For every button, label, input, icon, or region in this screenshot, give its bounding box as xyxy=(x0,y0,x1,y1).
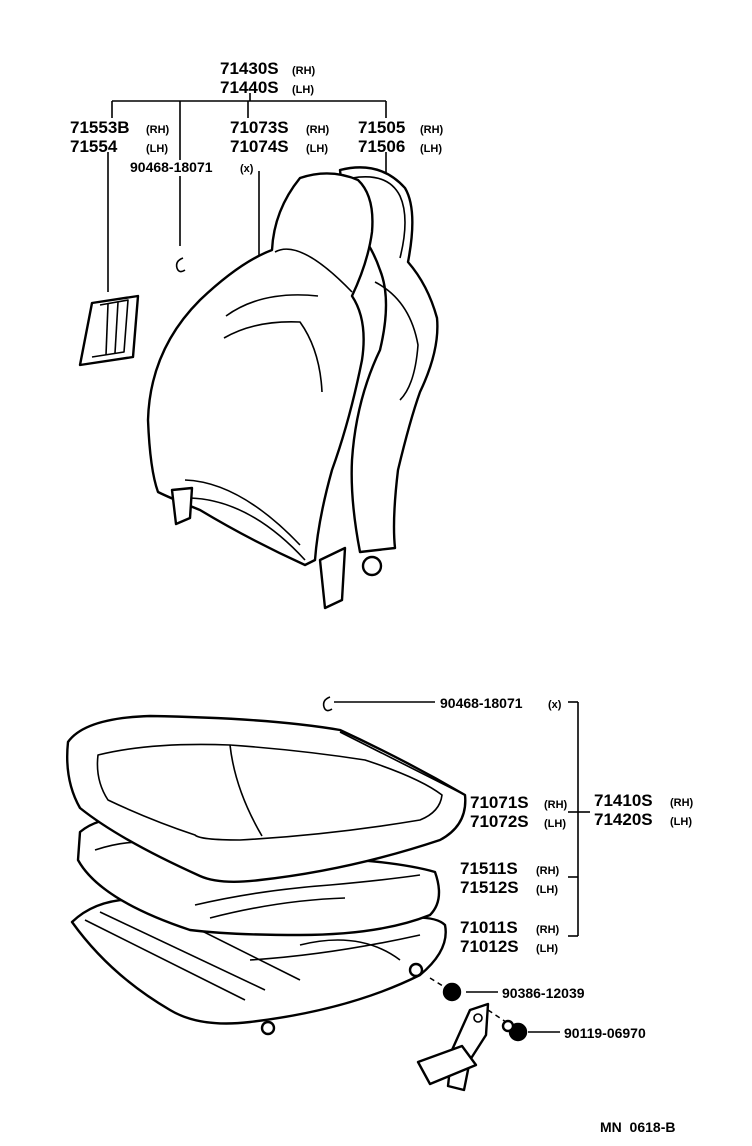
cushion-frame-part-rh: 71011S xyxy=(460,918,518,937)
back-pad-side-lh: (LH) xyxy=(420,143,442,155)
cushion-cover-side-rh: (RH) xyxy=(544,799,568,811)
cushion-cover-side-lh: (LH) xyxy=(544,818,566,830)
seat-back-pad xyxy=(338,166,439,577)
hog-ring-upper-mark: (x) xyxy=(240,163,254,175)
cushion-pad-side-rh: (RH) xyxy=(536,865,560,877)
cushion-frame-side-rh: (RH) xyxy=(536,924,560,936)
cushion-assembly-side-lh: (LH) xyxy=(670,816,692,828)
cushion-pad-part-lh: 71512S xyxy=(460,878,519,897)
hog-ring-lower-mark: (x) xyxy=(548,699,562,711)
nut-part xyxy=(429,977,462,1002)
cushion-pad-side-lh: (LH) xyxy=(536,884,558,896)
lower-leader-lines xyxy=(334,701,590,1033)
back-cover-part-rh: 71073S xyxy=(230,118,289,137)
bolt-part-number: 90119-06970 xyxy=(564,1025,646,1041)
cushion-assembly-side-rh: (RH) xyxy=(670,797,694,809)
upper-assembly-side-rh: (RH) xyxy=(292,65,316,77)
upper-assembly-part-rh: 71430S xyxy=(220,59,279,78)
upper-assembly-part-lh: 71440S xyxy=(220,78,279,97)
upper-assembly-side-lh: (LH) xyxy=(292,84,314,96)
backboard-part xyxy=(78,294,140,367)
cushion-cover-part-rh: 71071S xyxy=(470,793,529,812)
hog-ring-lower xyxy=(322,696,333,712)
seat-track-bracket xyxy=(416,1002,507,1092)
cushion-cover-part-lh: 71072S xyxy=(470,812,529,831)
back-cover-part-lh: 71074S xyxy=(230,137,289,156)
back-cover-side-rh: (RH) xyxy=(306,124,330,136)
back-pad-part-rh: 71505 xyxy=(358,118,405,137)
backboard-side-lh: (LH) xyxy=(146,143,168,155)
hog-ring-upper-part: 90468-18071 xyxy=(130,159,213,175)
upper-leader-lines xyxy=(107,93,387,292)
hog-ring-upper xyxy=(175,257,186,273)
seat-back-cover xyxy=(146,172,374,610)
diagram-code: MN 0618-B xyxy=(600,1119,675,1135)
backboard-side-rh: (RH) xyxy=(146,124,170,136)
hog-ring-lower-part: 90468-18071 xyxy=(440,695,523,711)
back-pad-side-rh: (RH) xyxy=(420,124,444,136)
cushion-pad-part-rh: 71511S xyxy=(460,859,518,878)
cushion-frame-side-lh: (LH) xyxy=(536,943,558,955)
backboard-part-lh: 71554 xyxy=(70,137,118,156)
seat-cushion-cover xyxy=(66,714,467,883)
cushion-assembly-part-lh: 71420S xyxy=(594,810,653,829)
cushion-assembly-part-rh: 71410S xyxy=(594,791,653,810)
back-pad-part-lh: 71506 xyxy=(358,137,405,156)
bolt-part xyxy=(501,1019,528,1042)
back-cover-side-lh: (LH) xyxy=(306,143,328,155)
backboard-part-rh: 71553B xyxy=(70,118,130,137)
nut-part-number: 90386-12039 xyxy=(502,985,585,1001)
cushion-frame-part-lh: 71012S xyxy=(460,937,519,956)
